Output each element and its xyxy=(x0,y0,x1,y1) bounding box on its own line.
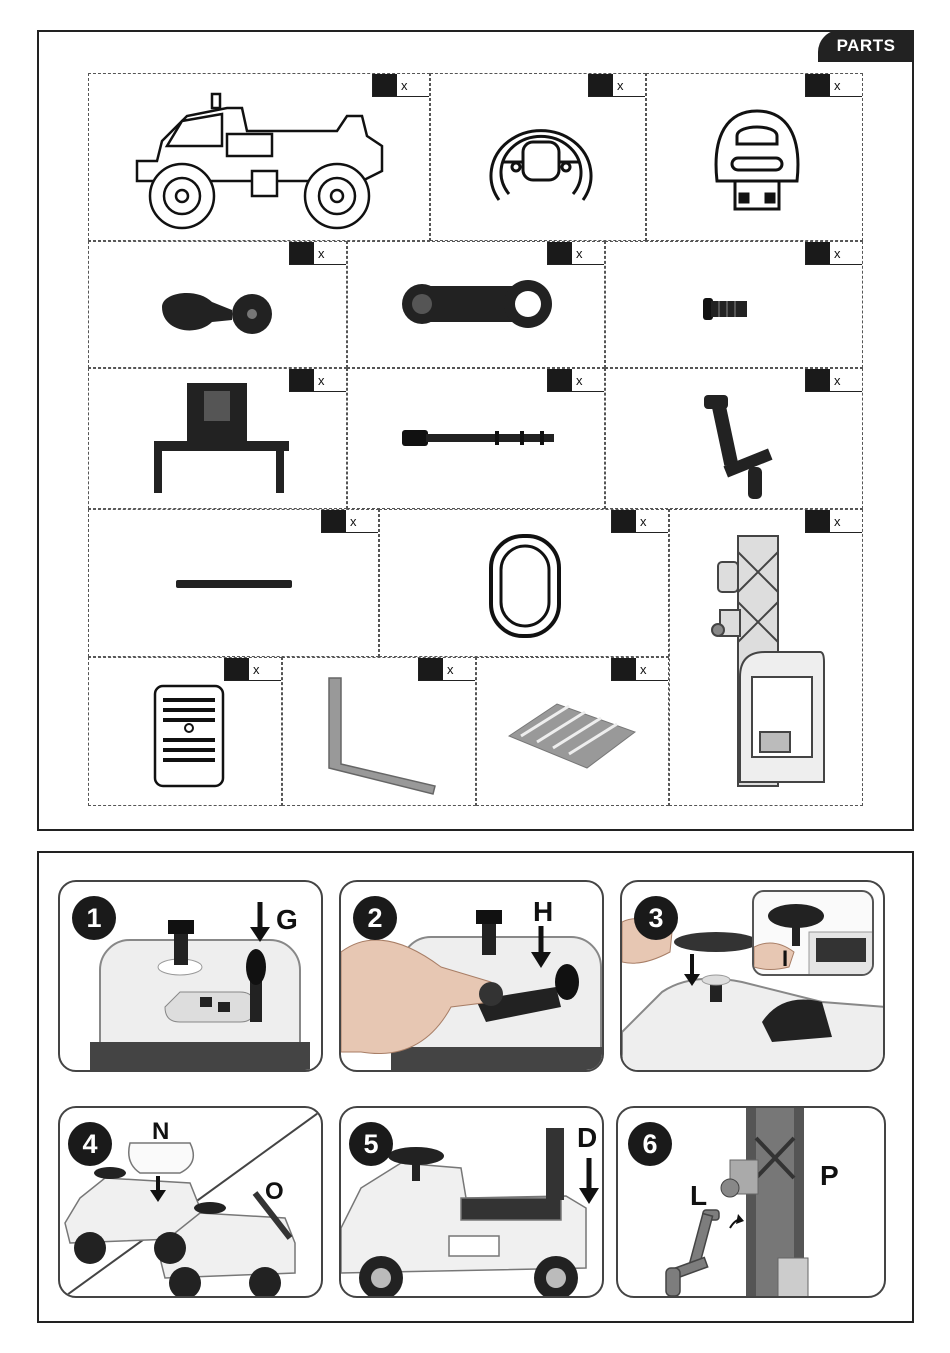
quantity-mark: x xyxy=(613,74,645,96)
quantity-mark: x xyxy=(636,510,668,532)
step-6-panel: 6 L P xyxy=(616,1106,886,1298)
bolt-icon xyxy=(701,294,751,324)
step-5-panel: 5 D xyxy=(339,1106,604,1298)
part-cell-seat-cover: x xyxy=(88,657,282,806)
step-3-part-label-i: I xyxy=(782,946,788,972)
part-cell-crank-handle: x xyxy=(605,368,863,509)
part-cell-lever-plate: x xyxy=(347,241,605,368)
part-cell-steering-wheel: x xyxy=(430,73,646,241)
step-3-panel: 3 I xyxy=(620,880,885,1072)
quantity-blank xyxy=(225,658,249,680)
part-cell-pallet: x xyxy=(476,657,669,806)
step-3-detail-inset xyxy=(752,890,874,976)
quantity-blank xyxy=(290,242,314,264)
quantity-box: x xyxy=(805,510,862,533)
quantity-mark: x xyxy=(636,658,668,680)
quantity-box: x xyxy=(224,658,281,681)
step-number-badge: 4 xyxy=(68,1122,112,1166)
fork-icon xyxy=(321,674,441,799)
bracket-icon xyxy=(149,381,299,496)
step-4-panel: 4 N O xyxy=(58,1106,323,1298)
quantity-box: x xyxy=(289,242,346,265)
lever-plate-icon xyxy=(400,274,560,334)
step-5-part-label-d: D xyxy=(577,1122,597,1154)
part-cell-fork: x xyxy=(282,657,476,806)
quantity-box: x xyxy=(547,242,604,265)
steering-wheel-icon xyxy=(481,112,601,212)
step-number-badge: 5 xyxy=(349,1122,393,1166)
quantity-blank xyxy=(548,369,572,391)
quantity-mark: x xyxy=(346,510,378,532)
quantity-box: x xyxy=(321,510,378,533)
rod-icon xyxy=(174,576,294,592)
quantity-box: x xyxy=(547,369,604,392)
step-number-badge: 1 xyxy=(72,896,116,940)
quantity-box: x xyxy=(805,74,862,97)
quantity-box: x xyxy=(805,369,862,392)
car-body-icon xyxy=(127,86,407,236)
quantity-mark: x xyxy=(830,369,862,391)
part-cell-bracket: x xyxy=(88,368,347,509)
parts-header: PARTS xyxy=(818,30,914,62)
step-number-badge: 3 xyxy=(634,896,678,940)
step-4-part-label-n: N xyxy=(152,1118,169,1146)
quantity-mark: x xyxy=(314,242,346,264)
crank-handle-icon xyxy=(696,387,776,502)
step-6-part-label-p: P xyxy=(820,1160,839,1192)
pallet-icon xyxy=(507,698,637,773)
quantity-blank xyxy=(806,369,830,391)
step-number-badge: 2 xyxy=(353,896,397,940)
quantity-mark: x xyxy=(443,658,475,680)
quantity-box: x xyxy=(805,242,862,265)
step-2-part-label-h: H xyxy=(533,896,553,928)
part-cell-forklift-mast: x xyxy=(669,509,863,806)
step-1-panel: 1 G xyxy=(58,880,323,1072)
part-cell-bolt: x xyxy=(605,241,863,368)
seat-cover-icon xyxy=(149,682,229,792)
seat-ring-icon xyxy=(485,530,565,645)
forklift-mast-icon xyxy=(710,532,830,792)
quantity-mark: x xyxy=(830,74,862,96)
quantity-blank xyxy=(612,510,636,532)
step-1-part-label-g: G xyxy=(276,904,298,936)
step-2-panel: 2 H xyxy=(339,880,604,1072)
part-cell-seat-ring: x xyxy=(379,509,669,657)
quantity-blank xyxy=(612,658,636,680)
quantity-blank xyxy=(806,242,830,264)
part-cell-gear-lever: x xyxy=(88,241,347,368)
quantity-blank xyxy=(806,510,830,532)
quantity-blank xyxy=(548,242,572,264)
axle-icon xyxy=(400,424,560,454)
part-cell-axle: x xyxy=(347,368,605,509)
step-4-part-label-o: O xyxy=(265,1178,284,1206)
step-number-badge: 6 xyxy=(628,1122,672,1166)
quantity-mark: x xyxy=(830,242,862,264)
quantity-box: x xyxy=(588,74,645,97)
quantity-blank xyxy=(322,510,346,532)
quantity-box: x xyxy=(611,510,668,533)
gear-lever-icon xyxy=(157,282,277,342)
quantity-mark: x xyxy=(249,658,281,680)
quantity-blank xyxy=(806,74,830,96)
seat-backrest-icon xyxy=(707,106,807,216)
quantity-mark: x xyxy=(830,510,862,532)
part-cell-car-body: x xyxy=(88,73,430,241)
quantity-mark: x xyxy=(572,242,604,264)
part-cell-rod: x xyxy=(88,509,379,657)
step-3-detail-illustration xyxy=(754,892,874,976)
quantity-mark: x xyxy=(314,369,346,391)
quantity-blank xyxy=(589,74,613,96)
step-6-part-label-l: L xyxy=(690,1180,707,1212)
quantity-mark: x xyxy=(572,369,604,391)
part-cell-seat-backrest: x xyxy=(646,73,863,241)
quantity-box: x xyxy=(611,658,668,681)
